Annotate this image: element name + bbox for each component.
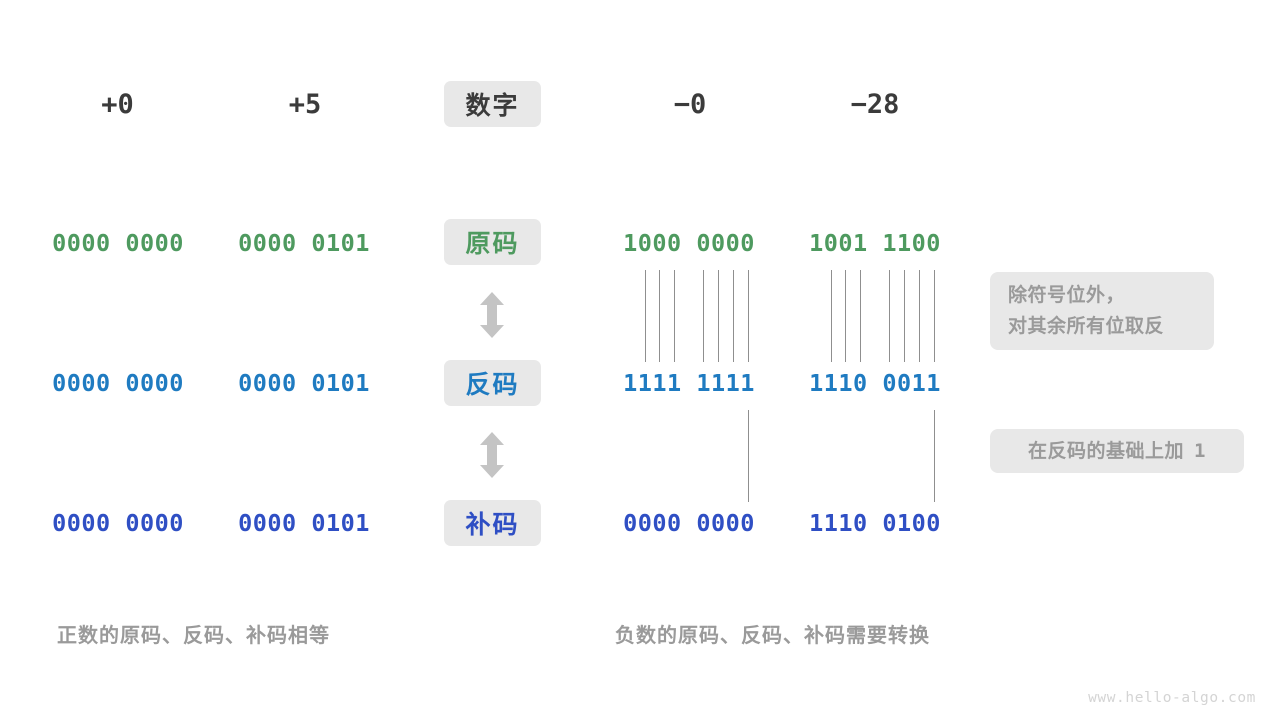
connector-line: [934, 410, 935, 502]
note-invert-line-2: 对其余所有位取反: [1008, 315, 1165, 337]
value-twos-complement-pos-zero: 0000 0000: [52, 509, 184, 537]
row-label-twos-complement: 补码: [444, 500, 541, 546]
connector-line: [845, 270, 846, 362]
connector-line: [645, 270, 646, 362]
column-header-neg-zero: −0: [673, 88, 707, 120]
caption-negative: 负数的原码、反码、补码需要转换: [615, 623, 930, 647]
connector-line: [919, 270, 920, 362]
column-header-center-pill: 数字: [444, 81, 541, 127]
row-label-sign-magnitude: 原码: [444, 219, 541, 265]
watermark: www.hello-algo.com: [1088, 690, 1256, 706]
connector-line: [703, 270, 704, 362]
value-sign-magnitude-pos-zero: 0000 0000: [52, 229, 184, 257]
value-ones-complement-pos-zero: 0000 0000: [52, 369, 184, 397]
caption-positive: 正数的原码、反码、补码相等: [57, 623, 330, 647]
connector-line: [831, 270, 832, 362]
value-sign-magnitude-pos-five: 0000 0101: [238, 229, 370, 257]
value-ones-complement-neg-twentyeight: 1110 0011: [809, 369, 941, 397]
column-header-pos-zero: +0: [101, 88, 134, 120]
note-invert-bits: 除符号位外， 对其余所有位取反: [990, 272, 1214, 350]
value-twos-complement-pos-five: 0000 0101: [238, 509, 370, 537]
column-header-neg-twentyeight: −28: [850, 88, 900, 120]
column-header-pos-five: +5: [288, 88, 322, 120]
value-twos-complement-neg-zero: 0000 0000: [623, 509, 755, 537]
arrow-sign-magnitude-to-ones-complement: [479, 292, 505, 338]
connector-line: [733, 270, 734, 362]
value-ones-complement-pos-five: 0000 0101: [238, 369, 370, 397]
row-label-ones-complement: 反码: [444, 360, 541, 406]
arrow-ones-complement-to-twos-complement: [479, 432, 505, 478]
value-sign-magnitude-neg-twentyeight: 1001 1100: [809, 229, 941, 257]
connector-line: [934, 270, 935, 362]
connector-line: [718, 270, 719, 362]
note-add-one: 在反码的基础上加 1: [990, 429, 1244, 473]
note-invert-line-1: 除符号位外，: [1008, 284, 1126, 307]
connector-line: [674, 270, 675, 362]
connector-line: [889, 270, 890, 362]
value-ones-complement-neg-zero: 1111 1111: [623, 369, 755, 397]
value-twos-complement-neg-twentyeight: 1110 0100: [809, 509, 941, 537]
connector-line: [860, 270, 861, 362]
note-add-one-value: 1: [1194, 439, 1206, 462]
connector-line: [659, 270, 660, 362]
connector-line: [904, 270, 905, 362]
value-sign-magnitude-neg-zero: 1000 0000: [623, 229, 755, 257]
connector-line: [748, 410, 749, 502]
note-add-one-text: 在反码的基础上加: [1028, 439, 1185, 462]
connector-line: [748, 270, 749, 362]
